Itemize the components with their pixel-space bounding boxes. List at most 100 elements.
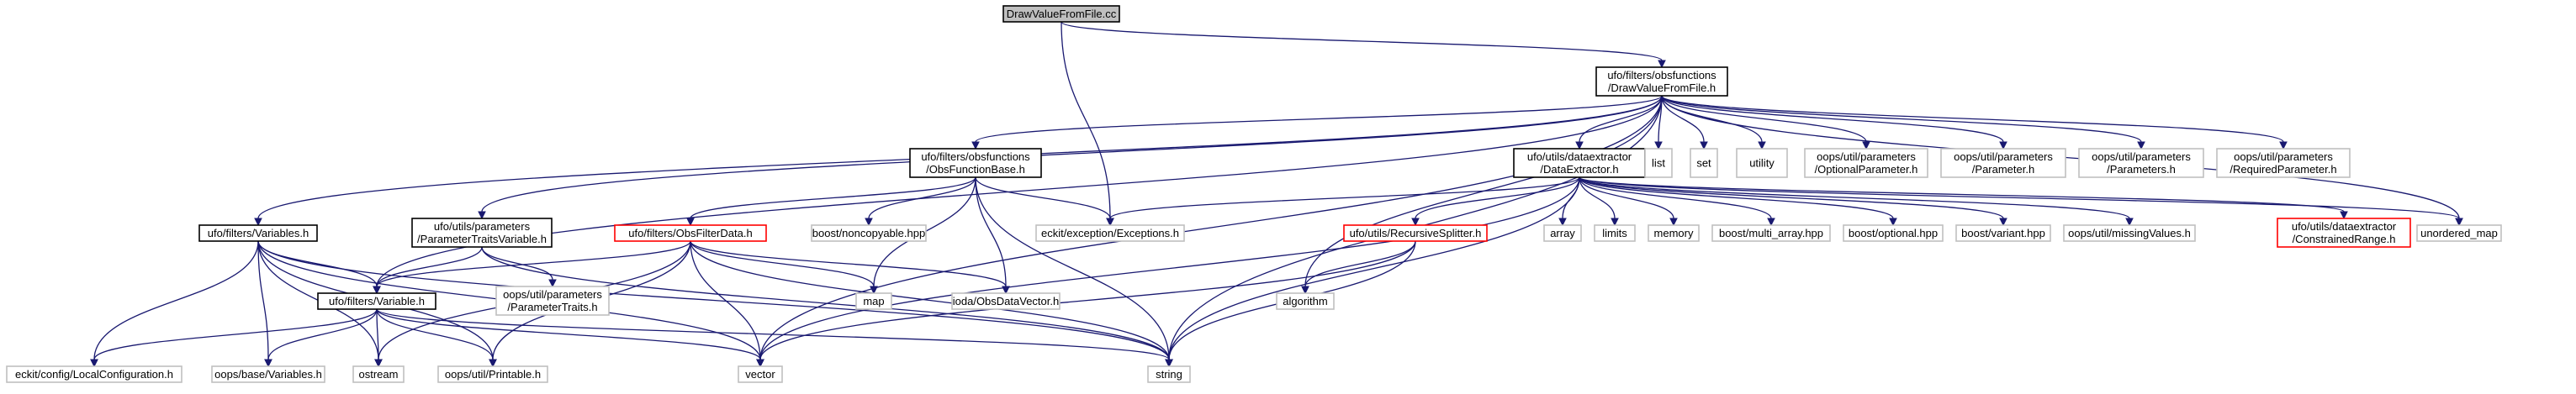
edge-line: [1061, 21, 1663, 61]
node-string: string: [1147, 365, 1191, 383]
node-label: eckit/config/LocalConfiguration.h: [15, 368, 173, 381]
node-set: set: [1690, 148, 1718, 178]
edge-arrowhead: [264, 359, 272, 368]
node-box: [738, 365, 783, 383]
edge-dataextractor-h-to-constrainedrange-h: [1579, 176, 2348, 220]
node-box: [1940, 148, 2066, 178]
edge-arrowhead: [1658, 60, 1666, 69]
node-dataextractor-h[interactable]: ufo/utils/dataextractor/DataExtractor.h: [1513, 148, 1646, 178]
node-box: [411, 218, 553, 248]
node-recursivesplitter-h[interactable]: ufo/utils/RecursiveSplitter.h: [1343, 224, 1488, 242]
edge-obsfuncbase-h-to-obsfilterdata-h: [686, 176, 976, 227]
node-box: [2063, 224, 2196, 242]
node-box: [198, 224, 318, 242]
edge-line: [1579, 176, 1616, 219]
node-box: [1648, 224, 1700, 242]
edge-variable-h-to-ostream: [374, 308, 383, 368]
edge-arrowhead: [1106, 218, 1114, 227]
edge-arrowhead: [2455, 218, 2463, 227]
node-box: [855, 292, 892, 310]
edge-line: [376, 246, 483, 287]
edge-obsfilterdata-h-to-map: [690, 240, 878, 295]
node-obsfuncbase-h[interactable]: ufo/filters/obsfunctions/ObsFunctionBase…: [909, 148, 1042, 178]
node-label: boost/multi_array.hpp: [1719, 227, 1823, 239]
node-box: [1804, 148, 1928, 178]
node-variables-h[interactable]: ufo/filters/Variables.h: [198, 224, 318, 242]
node-label: ufo/filters/ObsFilterData.h: [628, 227, 752, 239]
node-box: [951, 292, 1061, 310]
node-box: [614, 224, 767, 242]
node-label: /ObsFunctionBase.h: [926, 163, 1025, 176]
node-label: boost/noncopyable.hpp: [812, 227, 925, 239]
edge-draw-h-to-algorithm: [1301, 95, 1663, 295]
edge-line: [1661, 95, 2284, 143]
edge-line: [257, 240, 1170, 360]
edge-arrowhead: [1862, 141, 1870, 150]
edge-arrowhead: [1654, 141, 1663, 150]
edge-line: [690, 240, 761, 360]
edge-variable-h-to-vector: [376, 308, 764, 368]
node-label: DrawValueFromFile.cc: [1007, 8, 1117, 20]
node-draw-h[interactable]: ufo/filters/obsfunctions/DrawValueFromFi…: [1595, 66, 1728, 97]
node-box: [1147, 365, 1191, 383]
edge-obsfuncbase-h-to-boost-noncopyable: [865, 176, 976, 227]
node-label: oops/util/parameters: [1954, 150, 2053, 163]
edge-arrowhead: [1767, 218, 1775, 227]
edge-draw-h-to-parameters-h: [1661, 95, 2145, 150]
node-variable-h[interactable]: ufo/filters/Variable.h: [317, 292, 436, 310]
node-boost-variant: boost/variant.hpp: [1955, 224, 2051, 242]
node-label: utility: [1749, 157, 1775, 170]
edge-line: [975, 176, 1111, 219]
node-oopsvariables-h: oops/base/Variables.h: [211, 365, 325, 383]
edge-recursivesplitter-h-to-algorithm: [1301, 240, 1416, 295]
edge-arrowhead: [756, 359, 764, 368]
edge-variable-h-to-printable-h: [376, 308, 497, 368]
edge-line: [1304, 240, 1416, 287]
node-box: [1513, 148, 1646, 178]
edge-arrowhead: [870, 286, 878, 295]
node-label: array: [1550, 227, 1575, 239]
edge-arrowhead: [1999, 141, 2007, 150]
edge-variable-h-to-oopsvariables-h: [264, 308, 378, 368]
edge-line: [1061, 21, 1111, 219]
edge-arrowhead: [1700, 141, 1708, 150]
edge-obsfuncbase-h-to-obsdatavector-h: [975, 176, 1010, 295]
node-box: [2277, 218, 2411, 248]
node-box: [1543, 224, 1582, 242]
node-missingvalues-h: oops/util/missingValues.h: [2063, 224, 2196, 242]
node-draw-cc[interactable]: DrawValueFromFile.cc: [1002, 5, 1120, 23]
edge-arrowhead: [2125, 218, 2134, 227]
node-label: ufo/utils/RecursiveSplitter.h: [1350, 227, 1482, 239]
nodes-layer: DrawValueFromFile.cc ufo/filters/obsfunct…: [6, 5, 2502, 383]
edge-line: [93, 308, 378, 360]
node-obsfilterdata-h[interactable]: ufo/filters/ObsFilterData.h: [614, 224, 767, 242]
edge-arrowhead: [1575, 141, 1584, 150]
edge-dataextractor-h-to-boost-multi-array: [1579, 176, 1775, 227]
edge-line: [690, 240, 875, 287]
node-box: [1594, 224, 1636, 242]
edges-layer: [90, 21, 2463, 368]
edge-dataextractor-h-to-boost-optional: [1579, 176, 1897, 227]
edge-line: [690, 240, 1170, 360]
edge-line: [759, 240, 1416, 360]
node-label: boost/optional.hpp: [1849, 227, 1938, 239]
node-box: [2416, 224, 2502, 242]
node-label: ufo/utils/parameters: [434, 220, 531, 233]
node-memory: memory: [1648, 224, 1700, 242]
node-box: [1843, 224, 1944, 242]
edge-dataextractor-h-to-missingvalues-h: [1579, 176, 2134, 227]
edge-arrowhead: [2279, 141, 2288, 150]
edge-arrowhead: [489, 359, 497, 368]
edge-variables-h-to-oopsvariables-h: [257, 240, 272, 368]
node-paramtraitsvar-h[interactable]: ufo/utils/parameters/ParameterTraitsVari…: [411, 218, 553, 248]
node-box: [1343, 224, 1488, 242]
edge-line: [1579, 176, 1894, 219]
edge-draw-h-to-variable-h: [373, 95, 1663, 295]
edge-variable-h-to-string: [376, 308, 1173, 368]
edge-arrowhead: [374, 359, 383, 368]
node-constrainedrange-h[interactable]: ufo/utils/dataextractor/ConstrainedRange…: [2277, 218, 2411, 248]
edge-line: [1415, 176, 1580, 219]
node-box: [352, 365, 405, 383]
node-label: string: [1156, 368, 1182, 381]
